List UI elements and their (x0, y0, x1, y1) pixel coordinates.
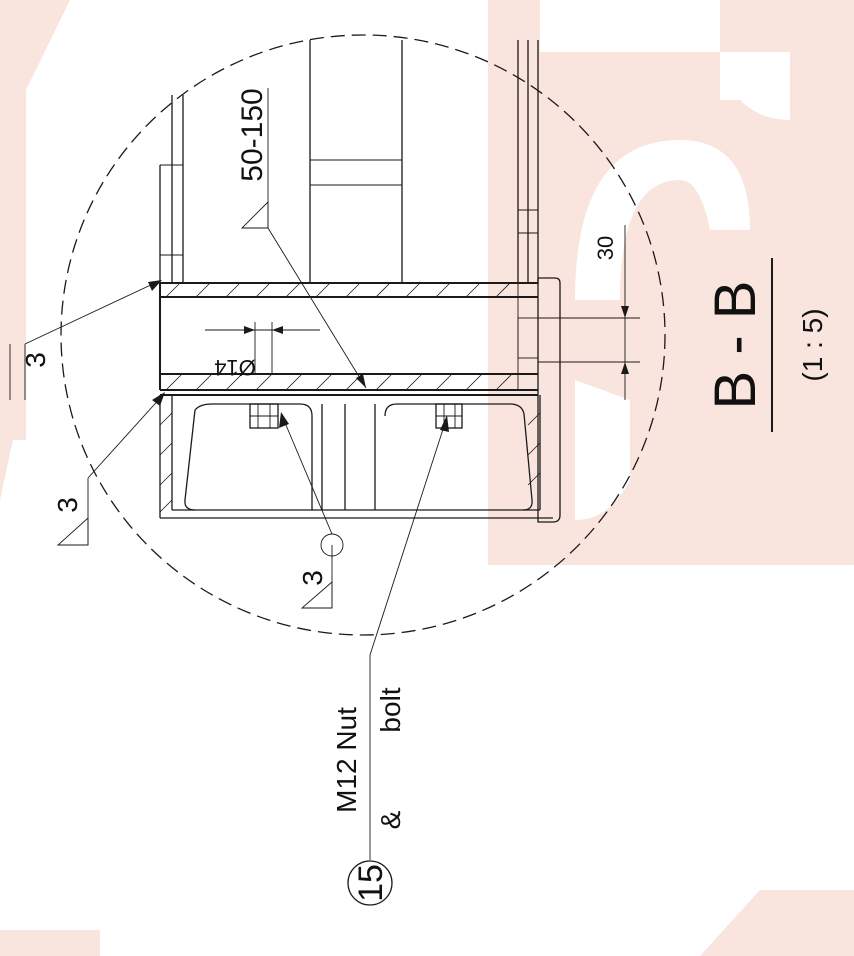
section-scale: (1 : 5) (797, 308, 828, 381)
weld-center-label: 3 (297, 570, 328, 586)
weld-symbol-lower: 3 (52, 392, 165, 546)
weld-symbol-center: 3 (279, 412, 344, 609)
dim-hole-diameter: Ø14 (205, 326, 320, 380)
callout-line2: & (375, 810, 406, 829)
detail-circle (60, 34, 666, 636)
nut-right (435, 403, 463, 429)
weld-lower-label: 3 (52, 497, 83, 513)
range-label: 50-150 (236, 88, 269, 181)
callout-line3: bolt (375, 687, 406, 732)
dim-offset: 30 (538, 225, 640, 400)
weld-symbol-upper: 3 (9, 280, 162, 400)
offset-label: 30 (593, 236, 618, 260)
callout-line1: M12 Nut (331, 707, 362, 813)
hole-diameter-label: Ø14 (214, 355, 256, 380)
end-plate (517, 277, 561, 523)
upper-rails (159, 40, 539, 283)
horizontal-tube (159, 282, 538, 391)
section-title: B - B (703, 281, 768, 410)
item-callout: 15 M12 Nut & bolt (331, 415, 449, 906)
nut-left (249, 403, 279, 429)
dim-range: 50-150 (236, 88, 367, 389)
weld-upper-label: 3 (20, 352, 51, 368)
item-number: 15 (352, 864, 390, 902)
lower-channel (159, 394, 553, 519)
section-title-block: B - B (1 : 5) (703, 258, 828, 432)
